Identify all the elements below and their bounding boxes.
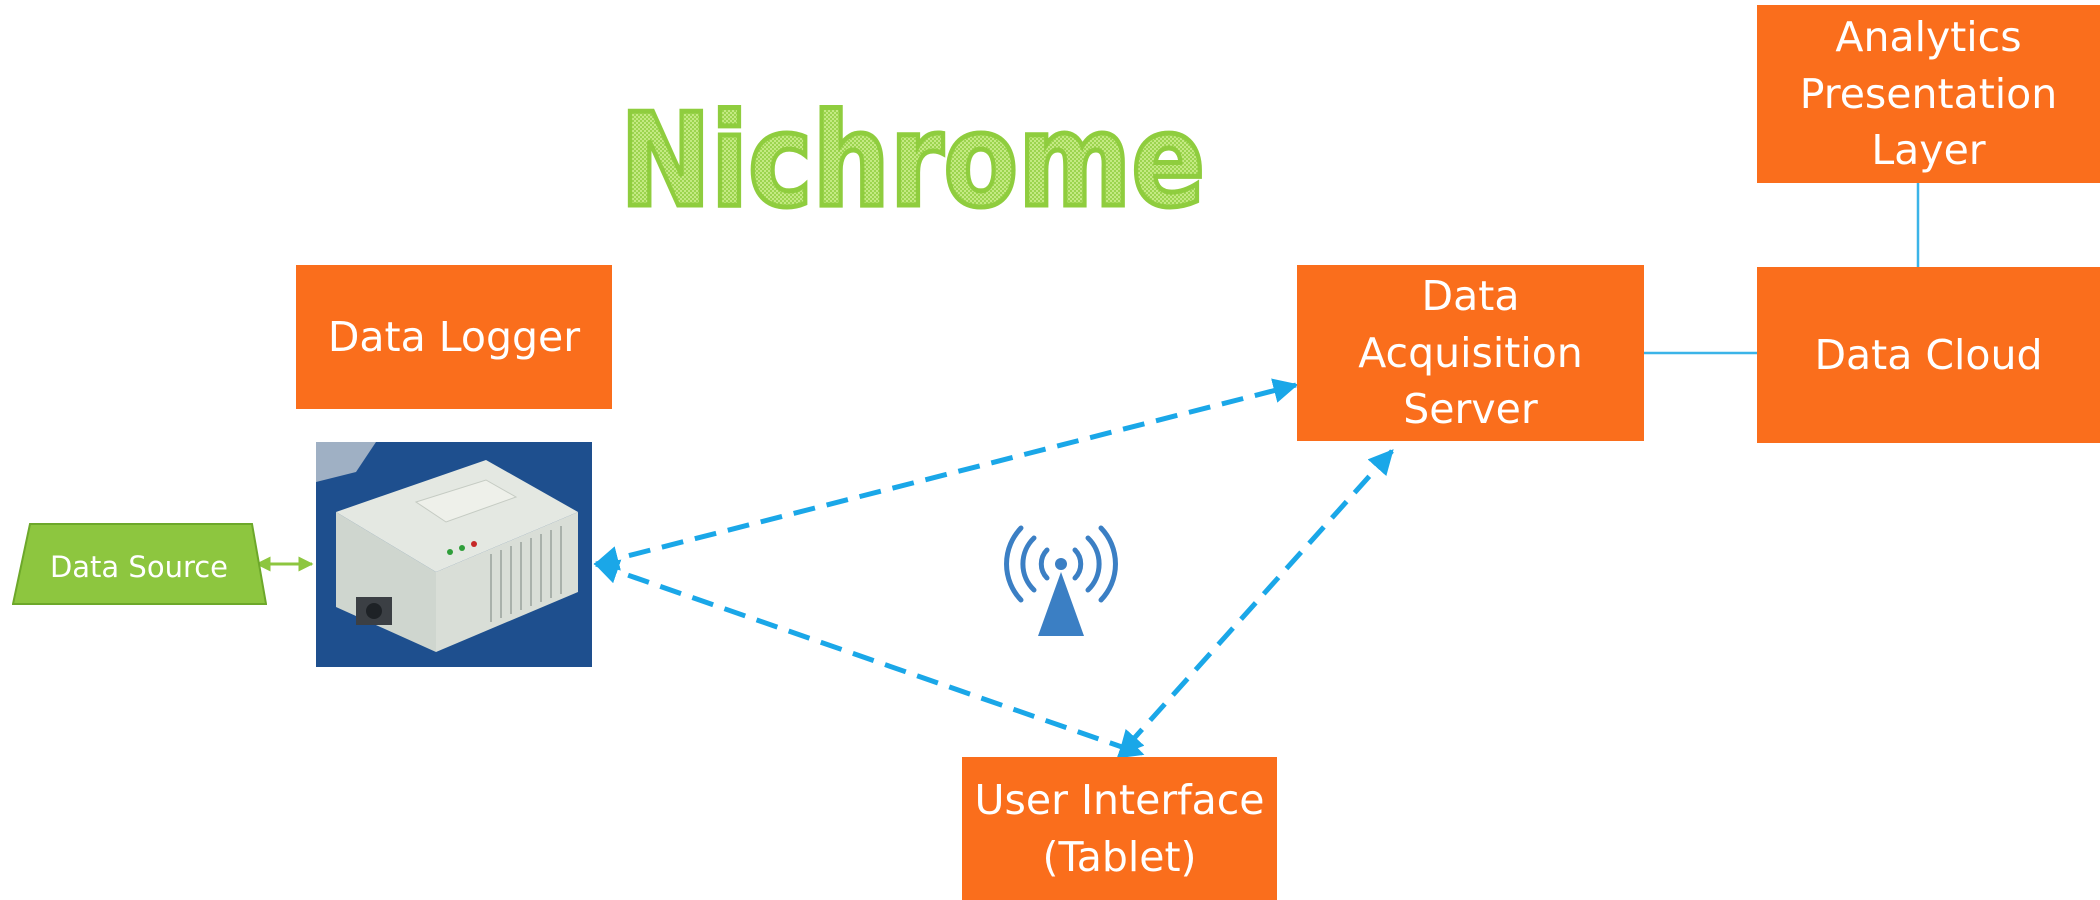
analytics-presentation-layer-box: Analytics Presentation Layer bbox=[1757, 5, 2100, 183]
logger-ui-connector bbox=[593, 559, 1145, 759]
analytics-label-line-1: Analytics bbox=[1835, 13, 2022, 62]
analytics-label-line-3: Layer bbox=[1871, 126, 1986, 175]
data-source-label: Data Source bbox=[50, 550, 228, 584]
nichrome-title-graphic: Nichrome bbox=[618, 85, 1208, 239]
analytics-label-line-2: Presentation bbox=[1799, 69, 2058, 118]
user-interface-box: User Interface (Tablet) bbox=[962, 757, 1277, 900]
data-acquisition-server-box: Data Acquisition Server bbox=[1297, 265, 1644, 441]
title-text: Nichrome bbox=[620, 87, 1205, 236]
server-label-line-2: Acquisition bbox=[1358, 328, 1583, 377]
data-cloud-box: Data Cloud bbox=[1757, 267, 2100, 443]
wireless-antenna-icon bbox=[1000, 524, 1122, 640]
logger-server-connector bbox=[593, 378, 1299, 571]
nichrome-title: Nichrome bbox=[610, 70, 1230, 240]
data-logger-device-photo bbox=[316, 442, 592, 667]
data-source-shape: Data Source bbox=[11, 522, 268, 606]
data-logger-box: Data Logger bbox=[296, 265, 612, 409]
data-source-trapezoid: Data Source bbox=[11, 523, 268, 605]
data-logger-label: Data Logger bbox=[327, 312, 581, 361]
server-label-line-1: Data bbox=[1421, 272, 1520, 321]
server-ui-connector bbox=[1118, 449, 1394, 756]
ui-label-line-1: User Interface bbox=[974, 775, 1265, 824]
server-label-line-3: Server bbox=[1403, 385, 1538, 434]
ui-label-line-2: (Tablet) bbox=[1042, 832, 1197, 881]
wireless-antenna-graphic bbox=[1004, 525, 1118, 636]
data-cloud-label: Data Cloud bbox=[1814, 330, 2043, 379]
device-illustration bbox=[316, 442, 592, 667]
